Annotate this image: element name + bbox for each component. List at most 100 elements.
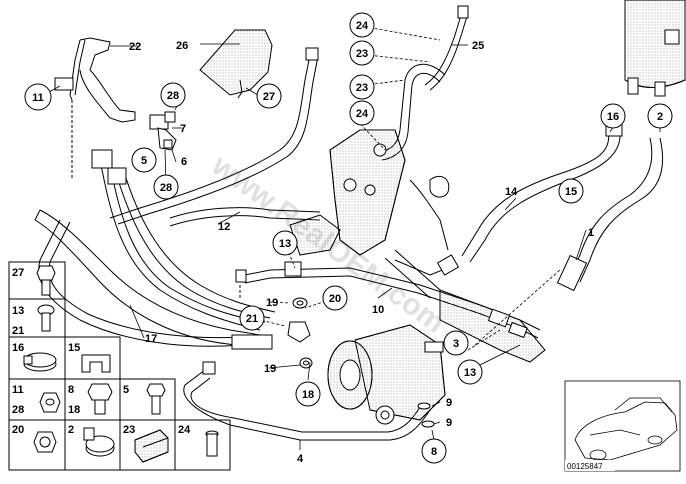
clamp-16-icon — [23, 352, 57, 372]
bolt-13-icon — [37, 304, 55, 332]
hardware-legend — [8, 261, 231, 471]
svg-text:11: 11 — [12, 384, 24, 396]
callout-12: 12 — [218, 221, 230, 233]
nut-11-icon — [39, 392, 61, 413]
hose-1 — [556, 137, 664, 292]
svg-text:24: 24 — [356, 108, 369, 120]
svg-text:9: 9 — [446, 417, 452, 429]
callout-18: 18 — [295, 381, 321, 407]
clip-15-icon — [81, 354, 111, 373]
svg-text:9: 9 — [446, 397, 452, 409]
svg-text:21: 21 — [12, 325, 24, 337]
callout-28-top: 28 — [160, 82, 186, 108]
callout-20: 20 — [322, 285, 348, 311]
clip-23-icon — [134, 429, 169, 463]
svg-text:1: 1 — [588, 227, 594, 239]
callout-3: 3 — [443, 330, 469, 356]
callout-13-right: 13 — [457, 359, 483, 385]
callout-13-center: 13 — [272, 230, 298, 256]
svg-text:14: 14 — [505, 186, 518, 198]
svg-text:15: 15 — [565, 186, 577, 198]
callout-23-top: 23 — [349, 40, 375, 66]
callout-4: 4 — [297, 453, 304, 465]
svg-text:11: 11 — [32, 92, 44, 104]
callout-19-top: 19 — [266, 297, 278, 309]
svg-text:28: 28 — [167, 90, 179, 102]
svg-text:3: 3 — [453, 338, 459, 350]
reservoir — [624, 0, 686, 97]
svg-text:17: 17 — [145, 333, 157, 345]
valve-assembly — [149, 111, 177, 151]
vehicle-thumbnail: 00125847 — [564, 380, 681, 472]
callout-15: 15 — [558, 178, 584, 204]
callout-19-bottom: 19 — [264, 363, 276, 375]
svg-text:18: 18 — [302, 389, 314, 401]
callout-23-bottom: 23 — [349, 74, 375, 100]
callout-28-bottom: 28 — [153, 174, 179, 200]
power-steering-pump — [327, 324, 446, 425]
svg-text:26: 26 — [176, 40, 188, 52]
svg-text:18: 18 — [68, 404, 80, 416]
svg-text:24: 24 — [178, 424, 191, 436]
hose-clamp-2-icon — [83, 427, 115, 457]
svg-text:15: 15 — [68, 342, 80, 354]
callout-14: 14 — [505, 186, 518, 198]
callout-7: 7 — [180, 123, 186, 135]
bracket-22 — [54, 37, 136, 180]
svg-text:2: 2 — [657, 111, 663, 123]
callout-25: 25 — [472, 40, 484, 52]
callout-10: 10 — [372, 304, 384, 316]
cover-26 — [199, 29, 273, 99]
svg-text:20: 20 — [329, 293, 341, 305]
bolt-5-icon — [146, 383, 166, 415]
callout-22: 22 — [129, 41, 141, 53]
callouts: 22 11 26 27 28 7 5 6 28 24 23 25 23 24 1… — [24, 12, 673, 465]
svg-text:24: 24 — [356, 20, 369, 32]
svg-text:10: 10 — [372, 304, 384, 316]
stud-24-icon — [205, 430, 219, 457]
svg-text:8: 8 — [431, 446, 437, 458]
svg-text:5: 5 — [123, 384, 129, 396]
svg-text:13: 13 — [12, 305, 24, 317]
svg-text:16: 16 — [607, 111, 619, 123]
svg-text:16: 16 — [12, 342, 24, 354]
svg-text:20: 20 — [12, 424, 24, 436]
svg-text:23: 23 — [123, 424, 135, 436]
svg-text:23: 23 — [356, 82, 368, 94]
svg-text:4: 4 — [297, 453, 304, 465]
callout-9-bottom: 9 — [446, 417, 452, 429]
banjo-bolt-8-icon — [87, 383, 113, 415]
callout-8: 8 — [421, 438, 447, 464]
svg-text:28: 28 — [12, 404, 24, 416]
catalog-number: 00125847 — [567, 462, 603, 471]
svg-text:21: 21 — [246, 313, 258, 325]
nut-20-icon — [33, 431, 57, 453]
callout-24-top: 24 — [349, 12, 375, 38]
steering-gear — [289, 129, 546, 363]
callout-9-top: 9 — [446, 397, 452, 409]
svg-text:6: 6 — [181, 156, 187, 168]
svg-text:25: 25 — [472, 40, 484, 52]
svg-text:7: 7 — [180, 123, 186, 135]
callout-2: 2 — [647, 103, 673, 129]
callout-24-bottom: 24 — [349, 100, 375, 126]
svg-text:27: 27 — [263, 91, 275, 103]
svg-text:5: 5 — [141, 155, 147, 167]
svg-text:22: 22 — [129, 41, 141, 53]
callout-1: 1 — [588, 227, 594, 239]
svg-text:28: 28 — [160, 182, 172, 194]
svg-text:13: 13 — [464, 367, 476, 379]
svg-text:12: 12 — [218, 221, 230, 233]
callout-16: 16 — [600, 103, 626, 129]
callout-6: 6 — [181, 156, 187, 168]
svg-text:27: 27 — [12, 267, 24, 279]
svg-text:8: 8 — [68, 384, 74, 396]
svg-text:23: 23 — [356, 48, 368, 60]
callout-21: 21 — [239, 305, 265, 331]
svg-text:2: 2 — [68, 424, 74, 436]
svg-text:19: 19 — [264, 363, 276, 375]
svg-text:13: 13 — [279, 238, 291, 250]
svg-text:19: 19 — [266, 297, 278, 309]
legend-labels: 27 13 21 16 15 11 28 8 18 5 20 2 23 24 — [12, 267, 191, 436]
